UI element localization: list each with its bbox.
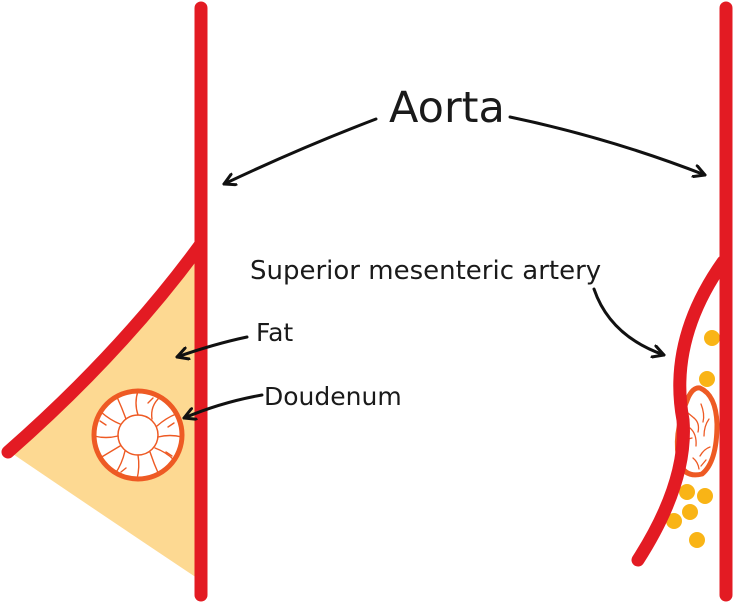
sma-vessel-left [1,237,208,459]
right-panel-compressed [631,1,733,602]
fat-label: Fat [256,318,293,347]
sma-label: Superior mesenteric artery [250,256,601,286]
fat-globules [666,330,720,548]
sma-vessel-right [631,255,730,567]
arrow-icon [508,115,707,175]
arrow-icon [592,287,666,355]
annotation-arrows [175,115,707,418]
aorta-label: Aorta [389,83,505,133]
duodenum-label: Doudenum [264,382,402,411]
left-panel-normal [1,1,208,602]
arrow-icon [222,117,378,184]
duodenum-icon [91,388,185,482]
arrow-icon [175,335,249,357]
arrow-icon [182,393,264,418]
